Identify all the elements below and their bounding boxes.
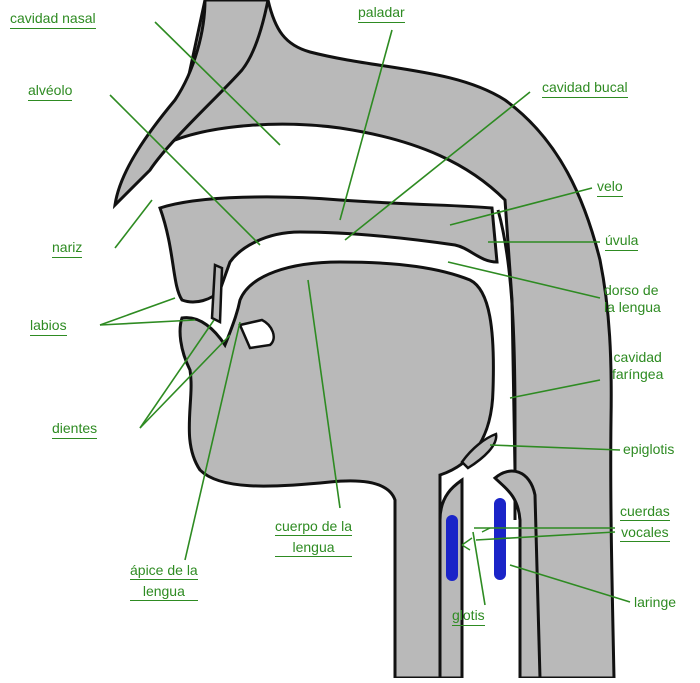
label-faringea-line2: faríngea xyxy=(612,366,664,382)
leader-dorso xyxy=(447,261,601,299)
epiglottis-shape xyxy=(460,432,498,470)
tongue-jaw-shape xyxy=(178,260,495,680)
label-dorso-lengua: dorso de la lengua xyxy=(604,282,661,316)
label-uvula: úvula xyxy=(605,232,639,251)
leader-nariz xyxy=(114,199,153,249)
label-cuerpo-lengua: cuerpo de la lengua xyxy=(275,518,353,557)
label-apice-line2: lengua xyxy=(130,583,198,601)
label-cuerdas-line1: cuerdas xyxy=(620,503,670,521)
leader-cuerdas-2 xyxy=(475,531,616,541)
label-nariz: nariz xyxy=(52,239,83,258)
head-neck-shape xyxy=(172,0,616,680)
palate-shape xyxy=(158,195,499,304)
leader-velo xyxy=(449,187,593,226)
label-paladar: paladar xyxy=(358,4,405,23)
leader-faringea xyxy=(509,379,601,399)
label-cavidad-faringea: cavidad faríngea xyxy=(612,349,663,383)
label-cavidad-bucal: cavidad bucal xyxy=(542,79,628,98)
leader-laringe xyxy=(509,564,631,603)
leader-paladar xyxy=(339,29,393,221)
pharynx-wall xyxy=(496,209,517,520)
label-dorso-line2: la lengua xyxy=(604,299,661,315)
leader-cavidad-nasal xyxy=(154,21,281,146)
leader-glotis xyxy=(472,531,486,606)
label-apice-lengua: ápice de la lengua xyxy=(130,562,198,601)
leader-alveolo xyxy=(109,94,261,246)
nasal-cavity-shape xyxy=(112,0,270,210)
label-cuerdas-vocales: cuerdas vocales xyxy=(620,503,670,542)
vocal-cord-left xyxy=(446,515,458,581)
label-cuerdas-line2: vocales xyxy=(620,524,670,542)
label-labios: labios xyxy=(30,317,67,336)
leader-lines xyxy=(99,21,631,606)
label-faringea-line1: cavidad xyxy=(613,349,662,365)
leader-cavidad-bucal xyxy=(344,91,531,241)
glottis-arrows xyxy=(461,527,491,551)
leader-epiglotis xyxy=(489,444,621,451)
label-dientes: dientes xyxy=(52,420,98,439)
leader-labios-2 xyxy=(99,319,196,326)
label-epiglotis: epiglotis xyxy=(623,441,675,457)
leader-apice xyxy=(184,321,241,561)
glottis-arrow-left xyxy=(461,537,473,551)
glottis-arrow-right xyxy=(481,527,491,533)
label-alveolo: alvéolo xyxy=(28,82,73,101)
label-cuerpo-line1: cuerpo de la xyxy=(275,518,353,536)
leader-dientes-1 xyxy=(139,319,215,429)
label-glotis: glotis xyxy=(452,607,485,626)
label-cavidad-nasal: cavidad nasal xyxy=(10,10,96,29)
label-dorso-line1: dorso de xyxy=(604,282,659,298)
label-cuerpo-line2: lengua xyxy=(275,539,353,557)
leader-dientes-2 xyxy=(139,334,231,429)
label-velo: velo xyxy=(597,178,623,197)
leader-labios-1 xyxy=(99,297,176,326)
label-apice-line1: ápice de la xyxy=(130,562,198,580)
label-laringe: laringe xyxy=(634,594,677,610)
leader-cuerpo xyxy=(307,279,341,509)
upper-tooth-shape xyxy=(210,263,224,324)
lower-teeth-shape xyxy=(238,318,275,350)
